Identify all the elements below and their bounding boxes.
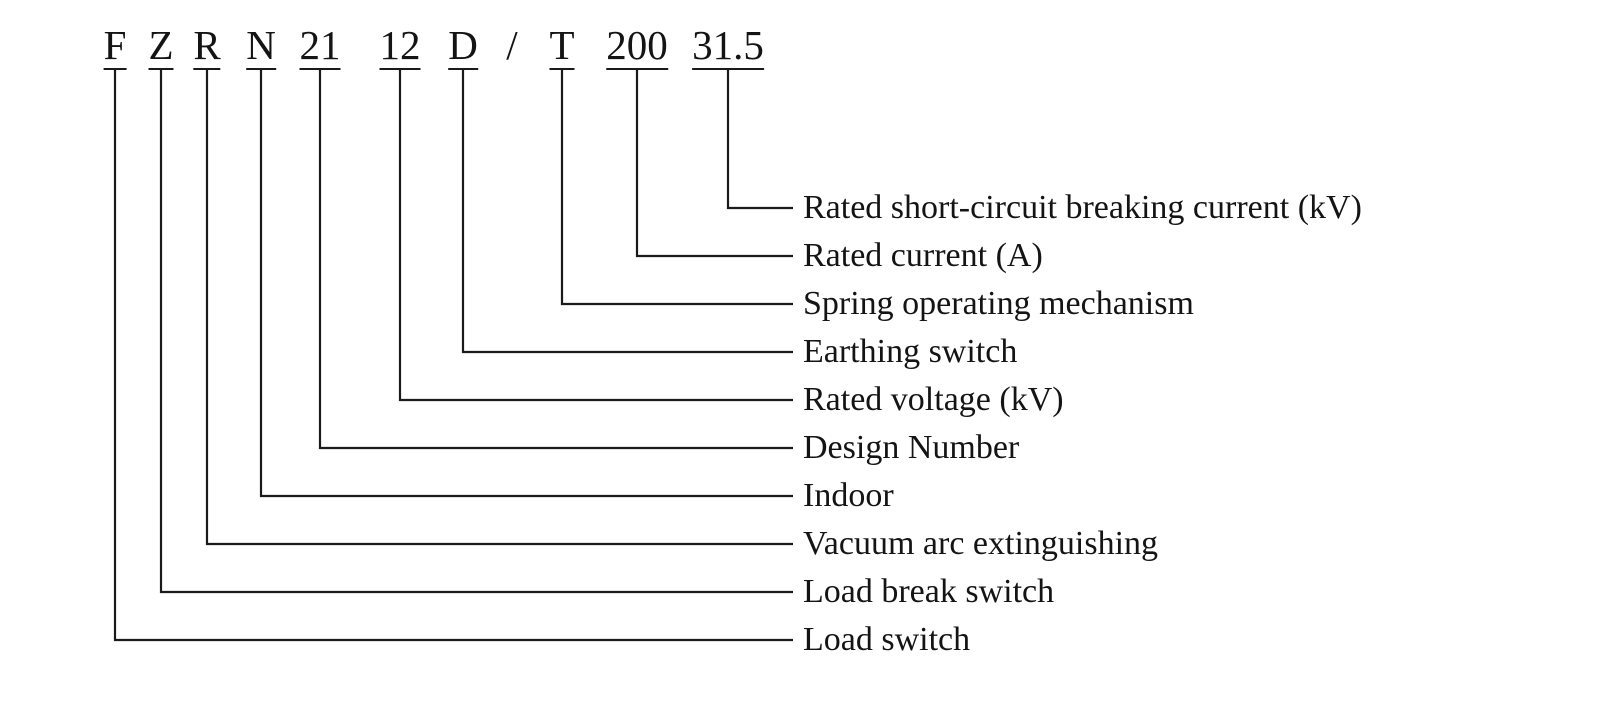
- description-label: Rated current (A): [803, 237, 1043, 274]
- code-segment-text: /: [506, 22, 518, 68]
- code-segment-text: 12: [379, 22, 421, 68]
- leader-line-Z: [159, 68, 793, 594]
- code-segment-text: D: [448, 22, 478, 68]
- code-segment-separator: /: [506, 22, 517, 68]
- description-label: Load break switch: [803, 573, 1055, 610]
- leader-line-D: [461, 68, 793, 354]
- code-segment-12: 12: [379, 22, 421, 70]
- code-segment-text: N: [246, 22, 276, 68]
- description-label: Load switch: [803, 621, 971, 658]
- leader-line-T: [560, 68, 793, 306]
- description-label: Rated voltage (kV): [803, 381, 1064, 418]
- leader-line-21: [318, 68, 793, 450]
- code-segment-21: 21: [299, 22, 341, 70]
- leader-line-12: [398, 68, 793, 402]
- description-label: Earthing switch: [803, 333, 1018, 370]
- description-label: Design Number: [803, 429, 1020, 466]
- code-segment-text: Z: [148, 22, 174, 68]
- code-segment-text: 21: [299, 22, 341, 68]
- leader-line-F: [113, 68, 793, 642]
- leader-line-N: [259, 68, 793, 498]
- code-segment-text: F: [103, 22, 127, 68]
- description-label: Vacuum arc extinguishing: [803, 525, 1159, 562]
- description-label: Spring operating mechanism: [803, 285, 1194, 322]
- leader-line-31-5: [726, 68, 793, 210]
- code-segment-text: 31.5: [692, 22, 764, 68]
- code-segment-text: 200: [606, 22, 668, 68]
- code-segment-text: R: [193, 22, 221, 68]
- leader-line-R: [205, 68, 793, 546]
- leader-line-200: [635, 68, 793, 258]
- code-segment-text: T: [549, 22, 575, 68]
- description-label: Rated short-circuit breaking current (kV…: [803, 189, 1362, 226]
- description-label: Indoor: [803, 477, 894, 514]
